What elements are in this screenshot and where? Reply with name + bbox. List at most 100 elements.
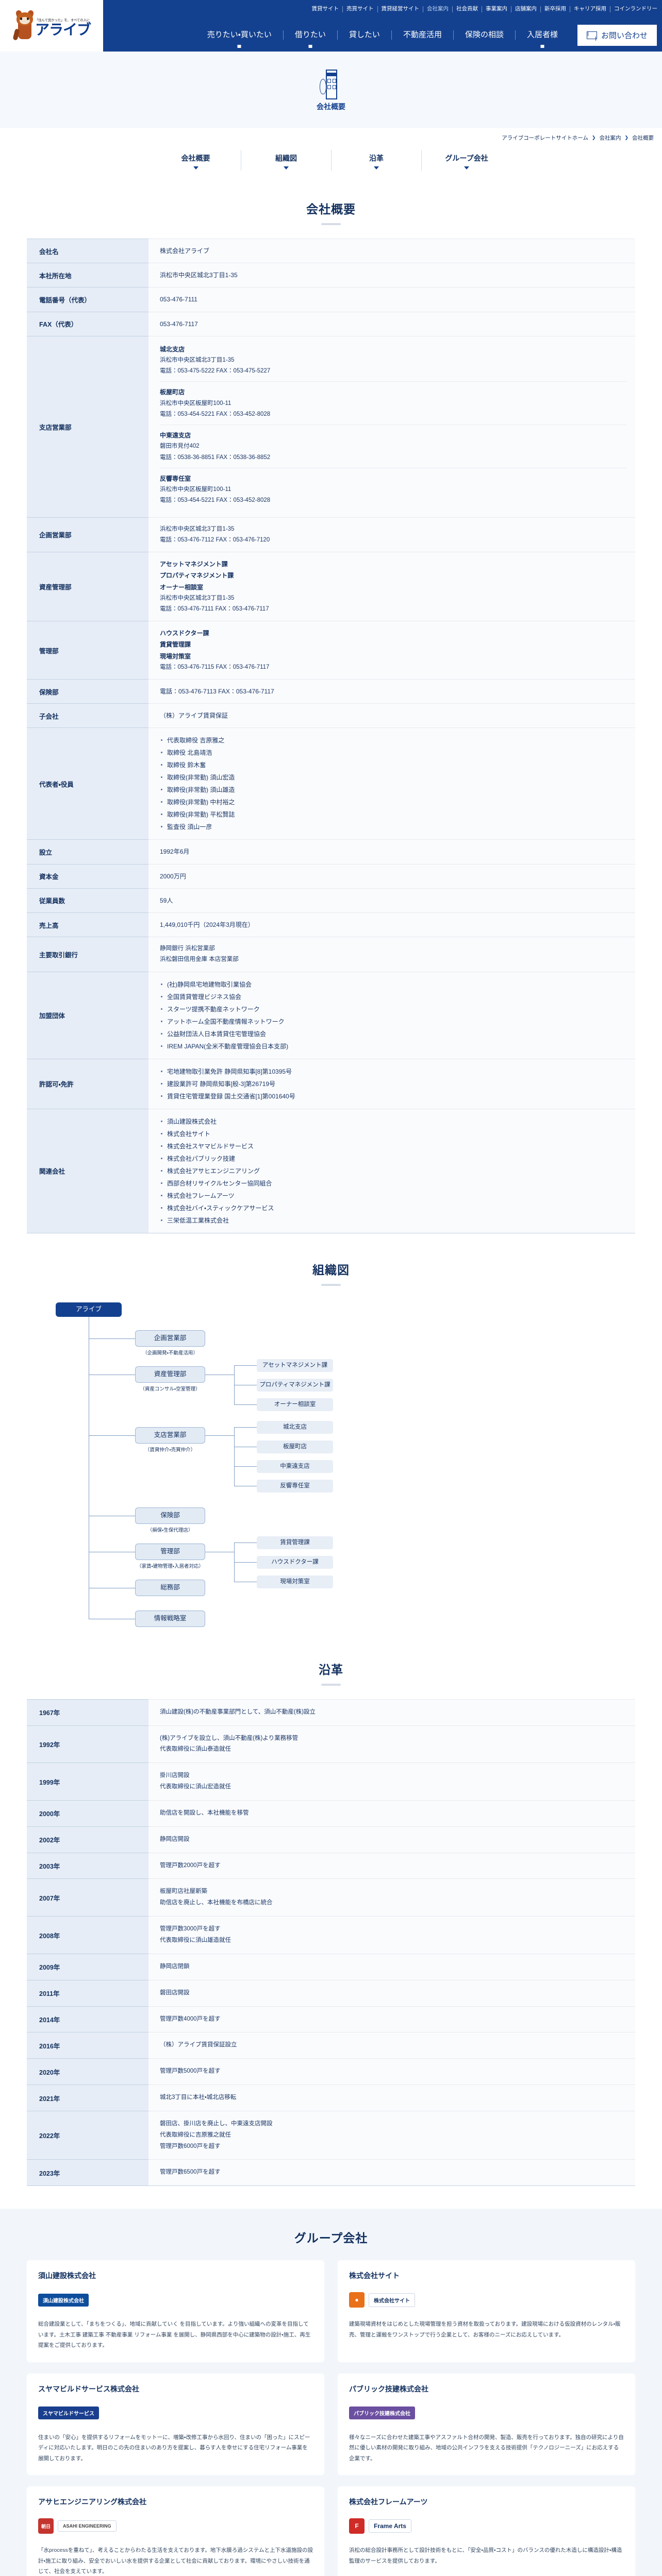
- group-company-card[interactable]: パブリック技建株式会社 パブリック技建株式会社 様々なニーズに合わせた建築工事や…: [338, 2373, 635, 2476]
- history-year: 2014年: [27, 2006, 148, 2032]
- logo-mark: パブリック技建株式会社: [349, 2406, 415, 2420]
- list-item: 取締役(非常勤) 平松賢誌: [160, 808, 627, 821]
- list-item: 建設業許可 静岡県知事[般-3]第26719号: [160, 1078, 627, 1090]
- group-company-card[interactable]: 須山建設株式会社 須山建設株式会社 総合建設業として、「まちをつくる」、地域に貢…: [27, 2260, 324, 2362]
- chevron-down-icon: [193, 166, 198, 170]
- group-company-card[interactable]: アサヒエンジニアリング株式会社 朝日 ASAHI ENGINEERING 「水p…: [27, 2486, 324, 2576]
- util-nav-item-5[interactable]: 事業案内: [482, 6, 511, 12]
- list-item: 株式会社バイ・スティックケアサービス: [160, 1202, 627, 1214]
- row-value: 株式会社アライブ: [148, 238, 635, 263]
- group-company-name: 株式会社サイト: [349, 2272, 400, 2280]
- chevron-right-icon: ❯: [591, 135, 596, 140]
- row-value: 代表取締役 吉原雅之 取締役 北島靖浩 取締役 鈴木奮 取締役(非常勤) 須山宏…: [148, 727, 635, 840]
- logo-mark: 株式会社サイト: [369, 2293, 415, 2307]
- history-year: 2022年: [27, 2110, 148, 2160]
- util-nav-item-2[interactable]: 賃貸経営サイト: [377, 6, 423, 12]
- group-company-logo: 須山建設株式会社: [38, 2288, 313, 2312]
- tab-org-chart[interactable]: 組織図: [241, 150, 331, 171]
- history-event: 静岡店開設: [160, 1836, 190, 1842]
- group-company-name: パブリック技建株式会社: [349, 2384, 428, 2393]
- history-event: 助信店を廃止し、本社機能を布橋店に統合: [160, 1900, 273, 1906]
- breadcrumb-item-home[interactable]: アライブコーポレートサイトホーム: [502, 135, 588, 141]
- branch-entry: 中東遠支店 磐田市見付402 電話：0538-36-8851 FAX：0538-…: [160, 425, 627, 468]
- util-nav-item-3[interactable]: 会社案内: [423, 6, 452, 12]
- table-row: 2008年 管理戸数3000戸を超す 代表取締役に須山雄造就任: [27, 1916, 635, 1954]
- branch-contact: 電話：053-454-5221 FAX：053-452-8028: [160, 411, 271, 417]
- tab-label: 組織図: [275, 154, 297, 162]
- chevron-down-icon: [374, 166, 379, 170]
- row-label: 会社名: [27, 238, 148, 263]
- tab-group-companies[interactable]: グループ会社: [421, 150, 511, 171]
- util-nav-item-6[interactable]: 店舗案内: [511, 6, 540, 12]
- table-row: 1992年 (株)アライブを設立し、須山不動産(株)より業務移管 代表取締役に須…: [27, 1725, 635, 1763]
- contact-button[interactable]: お問い合わせ: [577, 24, 657, 46]
- history-year: 2023年: [27, 2159, 148, 2187]
- nav-item-label: 借りたい: [294, 30, 326, 39]
- nav-item-sell-buy[interactable]: 売りたい・買いたい: [196, 30, 283, 48]
- asset-contact: 電話：053-476-7111 FAX：053-476-7117: [160, 605, 269, 612]
- history-event: 管理戸数3000戸を超す: [160, 1926, 221, 1933]
- row-label: FAX（代表）: [27, 311, 148, 336]
- table-row: 企画営業部 浜松市中央区城北3丁目1-35 電話：053-476-7112 FA…: [27, 517, 635, 552]
- kanri-unit: ハウスドクター課: [160, 630, 209, 637]
- row-label: 資本金: [27, 863, 148, 889]
- group-company-card[interactable]: 株式会社サイト ● 株式会社サイト 建築現場資材をはじめとした現場管理を担う資材…: [338, 2260, 635, 2362]
- org-node-branch-sales: 支店営業部: [135, 1427, 205, 1444]
- util-nav-item-0[interactable]: 賃貸サイト: [311, 6, 339, 12]
- org-node-label: 情報戦略室: [154, 1614, 187, 1622]
- table-row: 会社名 株式会社アライブ: [27, 238, 635, 263]
- org-subnode-asset-mgmt: アセットマネジメント課: [257, 1359, 333, 1372]
- tab-company-profile[interactable]: 会社概要: [151, 150, 241, 171]
- asset-unit: オーナー相談室: [160, 583, 204, 591]
- table-row: 2003年 管理戸数2000戸を超す: [27, 1852, 635, 1879]
- group-company-description: 「水processを重ねて」、考えることからわたる生活を支えております。地下水膜…: [38, 2547, 313, 2575]
- row-label: 加盟団体: [27, 971, 148, 1059]
- util-nav-item-8[interactable]: キャリア採用: [570, 6, 610, 12]
- asset-unit: アセットマネジメント課: [160, 561, 228, 568]
- row-label: 主要取引銀行: [27, 937, 148, 972]
- util-nav-item-4[interactable]: 社会貢献: [452, 6, 482, 12]
- logo-badge-icon: ●: [349, 2292, 365, 2308]
- nav-item-realestate-use[interactable]: 不動産活用: [391, 30, 453, 40]
- list-item: 取締役 鈴木奮: [160, 759, 627, 771]
- history-event: 管理戸数5000戸を超す: [160, 2068, 221, 2075]
- group-company-description: 総合建設業として、「まちをつくる」、地域に貢献していく を目指しています。より強…: [38, 2321, 311, 2349]
- bank-item: 浜松磐田信用金庫 本店営業部: [160, 956, 239, 963]
- logo-badge-icon: F: [349, 2518, 365, 2534]
- org-sub-line: [234, 1427, 235, 1486]
- org-node-label: 保険部: [160, 1511, 180, 1519]
- table-row: 資本金 2000万円: [27, 863, 635, 889]
- nav-item-lease-out[interactable]: 貸したい: [337, 30, 391, 40]
- nav-item-rent[interactable]: 借りたい: [283, 30, 337, 48]
- util-nav-item-1[interactable]: 売買サイト: [342, 6, 377, 12]
- primary-nav: 売りたい・買いたい 借りたい 貸したい 不動産活用 保険の相談 入居者様: [103, 19, 662, 52]
- group-heading: グループ会社: [294, 2231, 368, 2245]
- history-events: 掛川店開設 代表取締役に須山宏造就任: [148, 1762, 635, 1801]
- list-item: 三栄低温工業株式会社: [160, 1214, 627, 1227]
- group-company-card[interactable]: スヤマビルドサービス株式会社 スヤマビルドサービス 住まいの「安心」を提供するリ…: [27, 2373, 324, 2476]
- nav-item-insurance[interactable]: 保険の相談: [453, 30, 515, 40]
- table-row: 売上高 1,449,010千円（2024年3月現在）: [27, 912, 635, 937]
- util-nav-item-9[interactable]: コインランドリー: [610, 6, 661, 12]
- org-subnode-owner-consult: オーナー相談室: [257, 1398, 333, 1411]
- table-row: 2016年 （株）アライブ賃貸保証設立: [27, 2032, 635, 2059]
- list-item: 代表取締役 吉原雅之: [160, 734, 627, 747]
- site-logo[interactable]: 「住んで良かった」を、すべての人に アライブ: [0, 0, 103, 52]
- branch-contact: 電話：053-454-5221 FAX：053-452-8028: [160, 497, 271, 504]
- history-year: 1999年: [27, 1762, 148, 1801]
- row-value: (社)静岡県宅地建物取引業協会 全国賃貸管理ビジネス協会 スターツ提携不動産ネッ…: [148, 971, 635, 1059]
- util-nav-item-7[interactable]: 新卒採用: [540, 6, 570, 12]
- org-subnode-house-doctor: ハウスドクター課: [257, 1555, 333, 1569]
- breadcrumb-item-company[interactable]: 会社案内: [599, 135, 621, 141]
- table-row: 2011年 磐田店開設: [27, 1979, 635, 2007]
- row-value: （株）アライブ賃貸保証: [148, 703, 635, 728]
- nav-item-tenants[interactable]: 入居者様: [515, 30, 569, 48]
- tab-history[interactable]: 沿革: [331, 150, 421, 171]
- nav-item-label: 売りたい・買いたい: [207, 30, 272, 39]
- history-event: 代表取締役に吉原雅之就任: [160, 2131, 231, 2138]
- row-value: アセットマネジメント課 プロパティマネジメント課 オーナー相談室 浜松市中央区城…: [148, 552, 635, 621]
- group-company-card[interactable]: 株式会社フレームアーツ F Frame Arts 浜松の総合設計事務所として設計…: [338, 2486, 635, 2576]
- org-sub-line: [234, 1562, 257, 1563]
- table-row: 2009年 静岡店閉鎖: [27, 1953, 635, 1980]
- org-node-info-strategy: 情報戦略室: [135, 1610, 205, 1627]
